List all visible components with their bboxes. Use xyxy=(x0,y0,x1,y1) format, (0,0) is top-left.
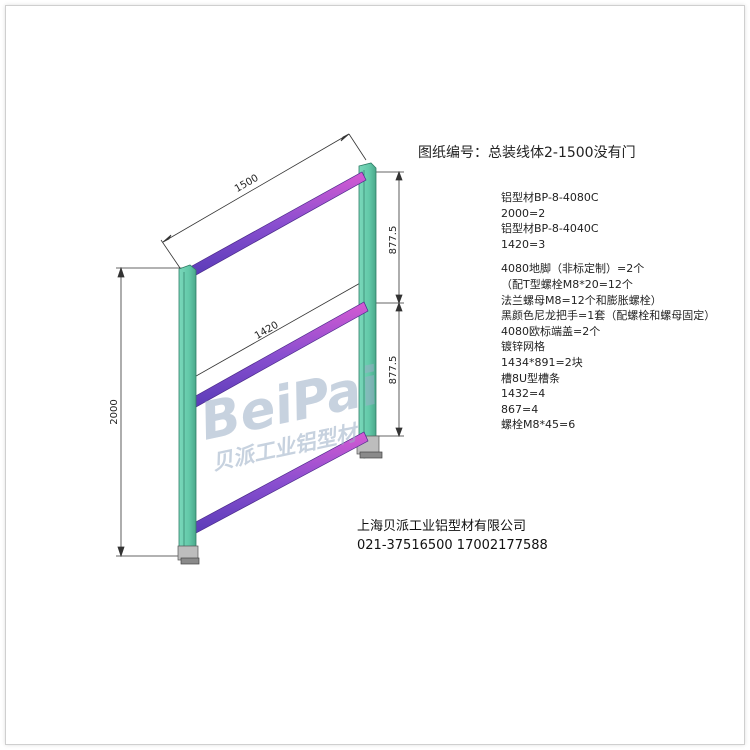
dim-label-2000: 2000 xyxy=(109,399,120,424)
bom-line: 铝型材BP-8-4080C xyxy=(501,191,599,204)
bom-line: 法兰螺母M8=12个和膨胀螺栓） xyxy=(501,293,662,307)
dim-label-lower-section: 877.5 xyxy=(388,356,399,385)
bom-line: （配T型螺栓M8*20=12个 xyxy=(501,277,633,291)
dimension-sections xyxy=(372,170,404,438)
left-post xyxy=(178,264,197,557)
bom-line: 1420=3 xyxy=(501,237,546,251)
drawing-title: 图纸编号：总装线体2-1500没有门 xyxy=(418,145,636,161)
company-info: 上海贝派工业铝型材有限公司 021-37516500 17002177588 xyxy=(357,517,548,555)
dimension-height xyxy=(116,266,186,558)
bom-line: 2000=2 xyxy=(501,206,546,220)
bom-line: 867=4 xyxy=(501,402,539,416)
bom-line: 槽8U型槽条 xyxy=(501,371,561,385)
dimension-top-length xyxy=(160,133,367,269)
dim-label-1420: 1420 xyxy=(253,320,281,342)
bom-line: 黑颜色尼龙把手=1套（配螺栓和螺母固定） xyxy=(501,309,716,323)
bom-line: 镀锌网格 xyxy=(501,340,545,354)
company-phone: 021-37516500 17002177588 xyxy=(357,538,548,553)
bom-line: 螺栓M8*45=6 xyxy=(501,418,576,432)
bom-line: 铝型材BP-8-4040C xyxy=(501,222,599,236)
bom-line: 4080欧标端盖=2个 xyxy=(501,324,601,338)
bom-line: 1434*891=2块 xyxy=(501,355,583,369)
bom-line: 4080地脚（非标定制）=2个 xyxy=(501,262,645,276)
dim-label-1500: 1500 xyxy=(233,173,261,195)
company-name: 上海贝派工业铝型材有限公司 xyxy=(357,519,527,534)
watermark: BeiPai 贝派工业铝型材 xyxy=(195,356,385,475)
bom-line: 1432=4 xyxy=(501,387,546,401)
left-foot xyxy=(177,545,200,565)
dim-label-upper-section: 877.5 xyxy=(388,226,399,255)
beam-top xyxy=(191,171,367,276)
bom-group-accessories: 4080地脚（非标定制）=2个（配T型螺栓M8*20=12个法兰螺母M8=12个… xyxy=(501,261,715,433)
